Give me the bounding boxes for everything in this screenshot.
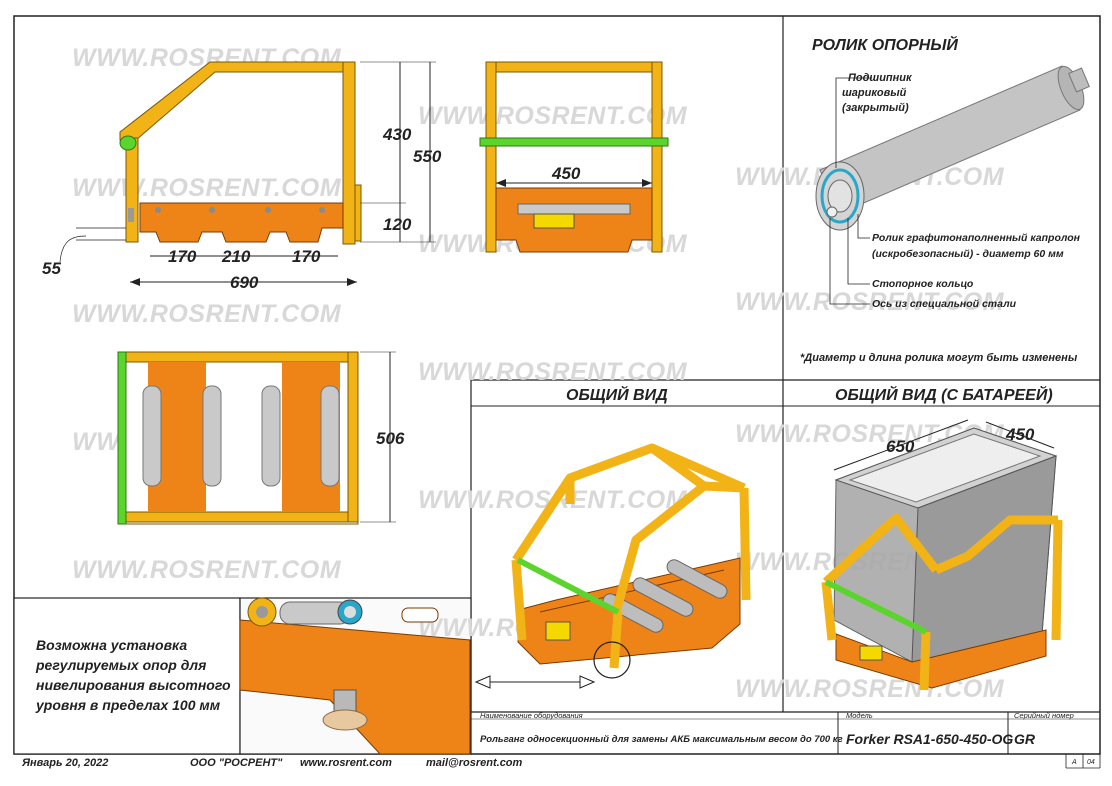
roller-note: *Диаметр и длина ролика могут быть измен… [800, 352, 1078, 364]
model-value: Forker RSA1-650-450-OG [846, 731, 1013, 747]
roller-leaders [829, 77, 872, 305]
battery-view-title: ОБЩИЙ ВИД (С БАТАРЕЕЙ) [835, 384, 1053, 404]
name-value: Рольганг односекционный для замены АКБ м… [480, 734, 843, 745]
ring-label: Стопорное кольцо [872, 278, 974, 290]
battery-width-label: 450 [1005, 425, 1035, 444]
svg-text:210: 210 [221, 247, 251, 266]
footer-company: ООО "РОСРЕНТ" [190, 757, 283, 769]
svg-text:690: 690 [230, 273, 259, 292]
front-width-label: 450 [551, 164, 581, 183]
note-line-2: регулируемых опор для [35, 657, 206, 673]
note-line-1: Возможна установка [36, 637, 187, 653]
svg-text:550: 550 [413, 147, 442, 166]
svg-text:170: 170 [168, 247, 197, 266]
watermarks: WWW.ROSRENT.COM WWW.ROSRENT.COM WWW.ROSR… [72, 44, 1005, 703]
front-view [479, 61, 669, 253]
svg-text:170: 170 [292, 247, 321, 266]
roller-title: РОЛИК ОПОРНЫЙ [812, 34, 958, 54]
note-line-4: уровня в пределах 100 мм [35, 697, 221, 713]
model-label: Модель [846, 711, 873, 720]
sheet-format: А [1071, 759, 1077, 766]
svg-text:120: 120 [383, 215, 412, 234]
side-view-dims: 430 550 120 55 170 210 170 690 [42, 125, 442, 292]
svg-text:WWW.ROSRENT.COM: WWW.ROSRENT.COM [735, 288, 1005, 316]
foot-detail-view [239, 597, 471, 755]
general-iso-view [474, 443, 751, 689]
svg-text:WWW.ROSRENT.COM: WWW.ROSRENT.COM [72, 300, 342, 328]
top-view [117, 351, 396, 525]
side-view [59, 61, 436, 286]
roller-drawing [815, 65, 1091, 231]
note-line-3: нивелирования высотного [36, 677, 231, 693]
serial-value: GR [1014, 731, 1036, 747]
axle-label: Ось из специальной стали [872, 298, 1017, 310]
svg-text:WWW.ROSRENT.COM: WWW.ROSRENT.COM [72, 556, 342, 584]
sheet-border [13, 15, 1101, 755]
bearing-label-3: (закрытый) [842, 102, 909, 114]
battery-iso-view [821, 419, 1063, 691]
name-label: Наименование оборудования [480, 711, 583, 720]
footer-date: Январь 20, 2022 [21, 757, 108, 769]
bearing-label-1: Подшипник [848, 72, 913, 84]
bearing-label-2: шариковый [842, 87, 907, 99]
svg-text:WWW.ROSRENT.COM: WWW.ROSRENT.COM [418, 358, 688, 386]
serial-label: Серийный номер [1014, 711, 1074, 720]
general-view-title: ОБЩИЙ ВИД [566, 384, 668, 404]
note-box [13, 597, 241, 755]
top-depth-label: 506 [376, 429, 405, 448]
roller-label-2: (искробезопасный) - диаметр 60 мм [872, 248, 1064, 260]
sheet-number: 04 [1087, 759, 1095, 766]
svg-text:55: 55 [42, 259, 61, 278]
footer-mail[interactable]: mail@rosrent.com [426, 757, 523, 769]
svg-text:WWW.ROSRENT.COM: WWW.ROSRENT.COM [72, 174, 342, 202]
footer-site[interactable]: www.rosrent.com [300, 757, 392, 769]
roller-label-1: Ролик графитонаполненный капролон [872, 232, 1081, 244]
svg-text:430: 430 [382, 125, 412, 144]
battery-length-label: 650 [886, 437, 915, 456]
svg-text:WWW.ROSRENT.COM: WWW.ROSRENT.COM [418, 102, 688, 130]
